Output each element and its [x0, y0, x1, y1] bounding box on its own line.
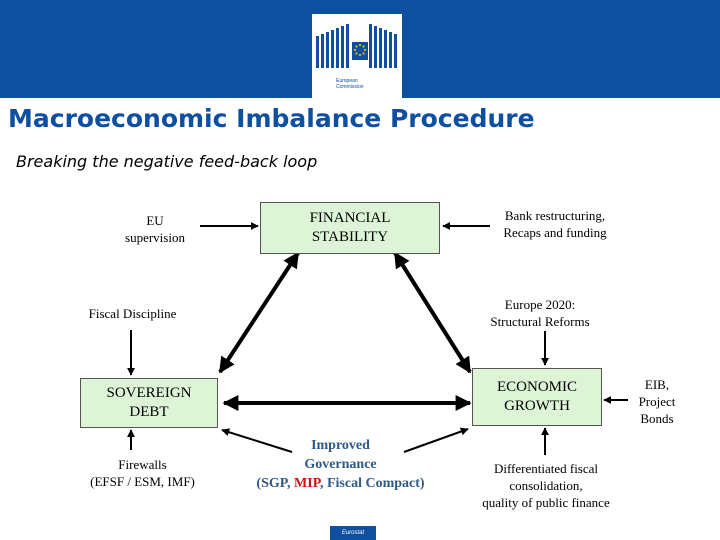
header-band: European Commission — [0, 0, 720, 98]
firewalls-label: Firewalls (EFSF / ESM, IMF) — [90, 457, 195, 489]
commission-building-icon — [316, 24, 397, 68]
economic-growth-line2: GROWTH — [504, 398, 570, 414]
financial-stability-line2: STABILITY — [311, 229, 389, 245]
eurostat-logo: Eurostat — [330, 526, 376, 540]
arrow-governance-to-growth — [403, 427, 469, 453]
logo-line-european: European — [336, 78, 358, 84]
sovereign-debt-line1: SOVEREIGN — [106, 385, 192, 401]
financial-stability-line1: FINANCIAL — [309, 210, 391, 226]
arrow-governance-to-sovereign — [221, 428, 293, 453]
sovereign-debt-line2: DEBT — [129, 404, 169, 420]
improved-governance-label: Improved Governance (SGP, MIP, Fiscal Co… — [256, 438, 425, 491]
european-commission-logo: European Commission — [312, 14, 402, 98]
economic-growth-box: ECONOMIC GROWTH — [472, 368, 602, 426]
page-subtitle: Breaking the negative feed-back loop — [16, 152, 318, 171]
fiscal-discipline-label: Fiscal Discipline — [88, 306, 177, 321]
mip-highlight: MIP — [294, 476, 320, 491]
logo-line-commission: Commission — [336, 84, 364, 90]
financial-stability-box: FINANCIAL STABILITY — [260, 202, 440, 254]
eib-label: EIB, Project Bonds — [638, 377, 676, 426]
page-title: Macroeconomic Imbalance Procedure — [8, 104, 535, 133]
sovereign-debt-box: SOVEREIGN DEBT — [80, 378, 218, 428]
economic-growth-line1: ECONOMIC — [496, 379, 577, 395]
arrow-financial-sovereign — [218, 251, 300, 374]
eu-supervision-label: EU supervision — [125, 213, 185, 245]
bank-restructuring-label: Bank restructuring, Recaps and funding — [503, 208, 607, 240]
differentiated-fiscal-label: Differentiated fiscal consolidation, qua… — [482, 461, 610, 510]
europe-2020-label: Europe 2020: Structural Reforms — [490, 297, 590, 329]
arrow-financial-growth — [393, 251, 472, 374]
